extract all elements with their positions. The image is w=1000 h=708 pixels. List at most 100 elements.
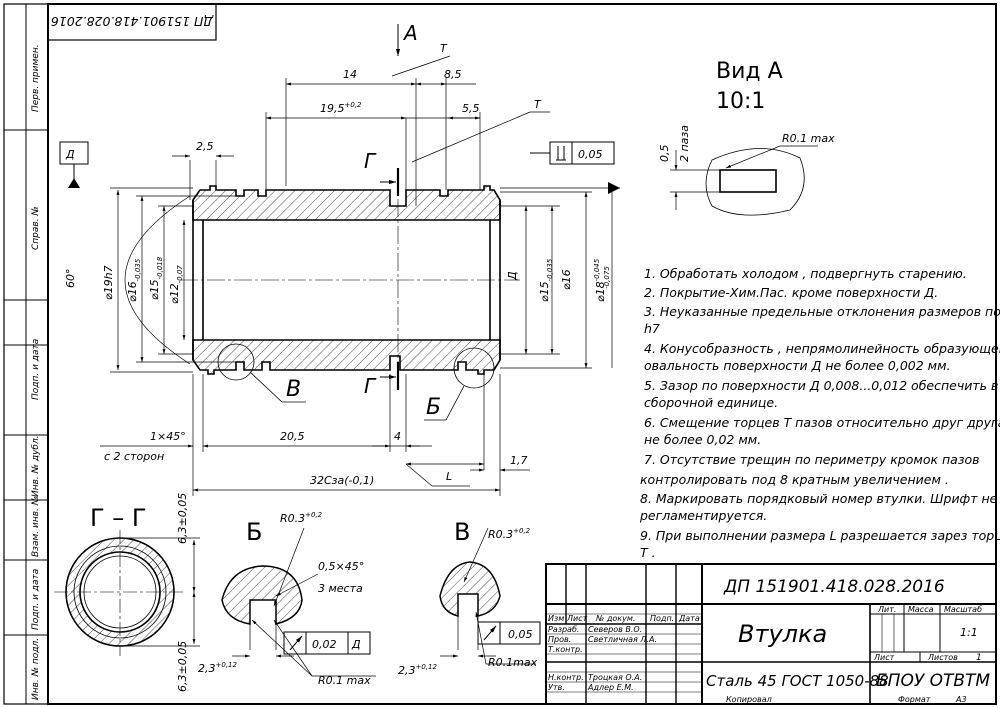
note-line: 9. При выполнении размера L разрешается … xyxy=(640,528,1000,543)
note-line: 2. Покрытие-Хим.Пас. кроме поверхности Д… xyxy=(644,285,938,300)
detail-b1-tol-datum: Д xyxy=(351,638,361,651)
note-line: h7 xyxy=(644,321,660,336)
note-line: 6. Смещение торцев T пазов относительно … xyxy=(644,415,1000,430)
detail-label-v: В xyxy=(286,377,301,402)
dim-14: 14 xyxy=(343,68,357,81)
note-line: 3. Неуказанные предельные отклонения раз… xyxy=(644,304,1000,319)
doc-number: ДП 151901.418.028.2016 xyxy=(723,577,945,597)
dim-20-5: 20,5 xyxy=(280,430,305,443)
top-dimensions xyxy=(172,55,550,206)
h-lit: Лит. xyxy=(877,605,896,614)
flatness-value: 0,05 xyxy=(578,148,603,161)
right-diameter-dims xyxy=(500,191,613,369)
scale-value: 1:1 xyxy=(960,626,978,639)
title-block-labels: Изм Лист № докум. Подп. Дата Разраб. Сев… xyxy=(548,605,982,704)
title-block xyxy=(545,563,997,705)
note-line: 7. Отсутствие трещин по периметру кромок… xyxy=(644,452,979,467)
r-nkontr: Н.контр. xyxy=(548,673,584,682)
section-gg-view xyxy=(54,530,200,656)
r-tkontr: Т.контр. xyxy=(548,645,583,654)
section-cut-g xyxy=(380,168,400,390)
view-a-sketch xyxy=(670,145,818,216)
angle-60: 60° xyxy=(64,269,77,289)
note-line: 8. Маркировать порядковый номер втулки. … xyxy=(640,491,998,506)
detail-b2-radius: R0.3+0,2 xyxy=(488,527,531,541)
side-label: Подп. и дата xyxy=(31,339,41,400)
side-label: Подп. и дата xyxy=(31,569,41,630)
dim-1-7: 1,7 xyxy=(510,454,528,467)
detail-b2-width: 2,3+0,12 xyxy=(398,663,437,677)
dim-d15-right: ⌀15-0,035 xyxy=(538,258,554,302)
dim-d19: ⌀19h7 xyxy=(102,265,115,300)
dim-d16: ⌀16-0,035 xyxy=(126,258,142,302)
dim-5-5: 5,5 xyxy=(462,102,480,115)
surface-d: Д xyxy=(506,271,519,281)
n-prov: Светличная Л.А. xyxy=(588,635,657,644)
view-a-dim: 0,5 xyxy=(658,145,671,163)
note-line: 5. Зазор по поверхности Д 0,008...0,012 … xyxy=(644,378,998,393)
section-gg-dim-bottom: 6,3±0,05 xyxy=(176,641,189,692)
format-value: А3 xyxy=(955,695,967,704)
note-line: 1. Обработать холодом , подвергнуть стар… xyxy=(644,266,967,281)
dim-d18-right: ⌀18-0,045-0,075 xyxy=(593,258,611,302)
bushing-main-view xyxy=(180,172,520,388)
section-gg-title: Г – Г xyxy=(90,504,147,532)
view-a-scale: 10:1 xyxy=(716,89,765,114)
r-utv: Утв. xyxy=(548,683,565,692)
h-sheets: Листов xyxy=(927,653,958,662)
dim-19-5: 19,5+0,2 xyxy=(320,101,362,115)
side-label: Справ. № xyxy=(31,206,41,250)
detail-label-b: Б xyxy=(426,395,441,420)
detail-b1-view xyxy=(221,527,376,677)
side-label: Инв. № дубл. xyxy=(31,435,41,497)
h-mass: Масса xyxy=(908,605,934,614)
n-utv: Адлер Е.М. xyxy=(587,683,634,692)
detail-b1-width: 2,3+0,12 xyxy=(198,661,237,675)
note-line: овальность поверхности Д не более 0,002 … xyxy=(644,358,951,373)
dim-t: T xyxy=(440,42,448,55)
h-sign: Подп. xyxy=(650,614,674,623)
n-razrab: Северов В.О. xyxy=(588,625,642,634)
copied-label: Копировал xyxy=(726,695,772,704)
datum-d1-label: Д xyxy=(65,148,75,161)
note-line: 4. Конусобразность , непрямолинейность о… xyxy=(644,341,1000,356)
organization: БПОУ ОТВТМ xyxy=(876,671,990,691)
h-date: Дата xyxy=(678,614,700,623)
h-list: Лист xyxy=(566,614,588,623)
side-label: Взам. инв. № xyxy=(31,496,41,557)
sheet-frame xyxy=(3,3,997,705)
h-sheet: Лист xyxy=(873,653,895,662)
side-label: Перв. примен. xyxy=(31,44,41,112)
note-line: не более 0,02 мм. xyxy=(644,432,761,447)
section-gg-dim-top: 6,3±0,05 xyxy=(176,493,189,544)
detail-b2-view xyxy=(439,527,541,665)
r-prov: Пров. xyxy=(548,635,571,644)
dim-2-5: 2,5 xyxy=(196,140,214,153)
detail-b2-title: В xyxy=(454,518,470,546)
rotated-stamp: ДП 151901.418.028.2016 xyxy=(51,14,214,29)
dim-d16-right: ⌀16 xyxy=(560,269,573,290)
chamfer-note: 1×45° xyxy=(150,430,186,443)
detail-b1-tol-value: 0,02 xyxy=(312,638,337,651)
view-a-slots: 2 паза xyxy=(678,125,691,162)
detail-b1-chamfer: 0,5×45° xyxy=(318,560,364,573)
detail-b1-title: Б xyxy=(246,518,262,546)
h-scale: Масштаб xyxy=(944,605,982,614)
n-nkontr: Троцкая О.А. xyxy=(588,673,642,682)
material: Сталь 45 ГОСТ 1050-88 xyxy=(706,672,889,690)
view-arrow-label: А xyxy=(402,21,418,45)
detail-b1-places: 3 места xyxy=(318,582,363,595)
chamfer-sides: с 2 сторон xyxy=(104,450,164,463)
detail-callouts xyxy=(217,343,495,421)
sheets-value: 1 xyxy=(976,653,982,663)
technical-notes: 1. Обработать холодом , подвергнуть стар… xyxy=(639,266,1000,560)
datum-d1-box xyxy=(59,141,89,188)
note-line: контролировать под 8 кратным увеличением… xyxy=(640,472,949,487)
section-g-bottom: Г xyxy=(364,374,377,398)
h-doc: № докум. xyxy=(595,614,635,623)
left-diameter-dims xyxy=(110,187,236,373)
detail-b2-rmin: R0.1max xyxy=(488,656,538,669)
side-labels: Перв. примен. Справ. № Подп. и дата Инв.… xyxy=(31,44,41,700)
note-line: T . xyxy=(640,545,656,560)
